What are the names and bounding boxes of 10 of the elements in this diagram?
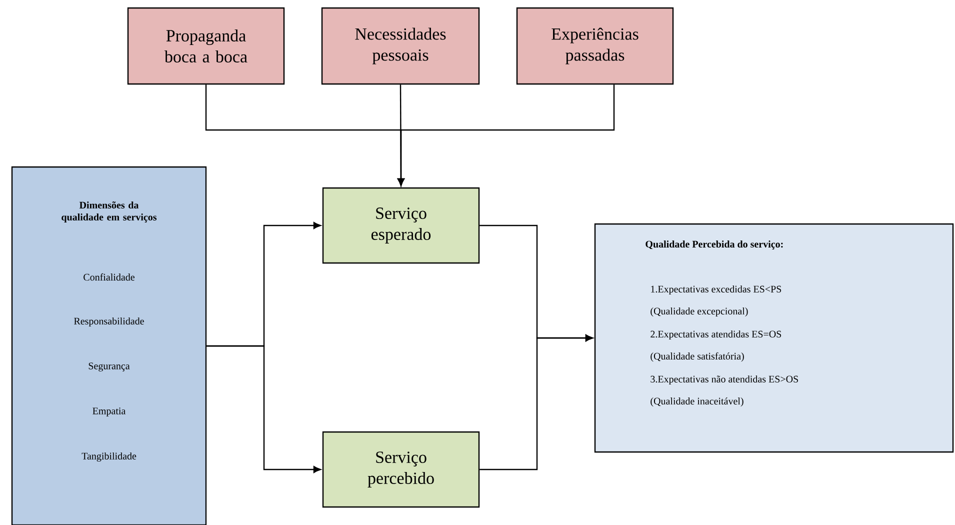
dimension-box: Dimensões da qualidade em serviços Confialidade Responsabilidade Segurança Empatia Tangibilidade bbox=[11, 166, 207, 525]
service-box: Serviço esperado bbox=[322, 187, 480, 264]
service-box: Serviço percebido bbox=[322, 431, 480, 508]
arrow bbox=[480, 334, 593, 470]
source-box: Necessidades pessoais bbox=[321, 7, 480, 85]
source-box: Experiências passadas bbox=[516, 7, 674, 85]
source-box: Propaganda boca a boca bbox=[127, 7, 285, 85]
arrow bbox=[398, 84, 615, 186]
quality-box: Qualidade Percebida do serviço: 1.Expectativas excedidas ES<PS (Qualidade excepcional) 2.Expectativas atendidas ES=OS (Qualidade satisfatória) 3.Expectativas não atendidas ES>OS (Qualidade inaceitável) bbox=[594, 223, 954, 453]
arrow bbox=[206, 345, 321, 473]
